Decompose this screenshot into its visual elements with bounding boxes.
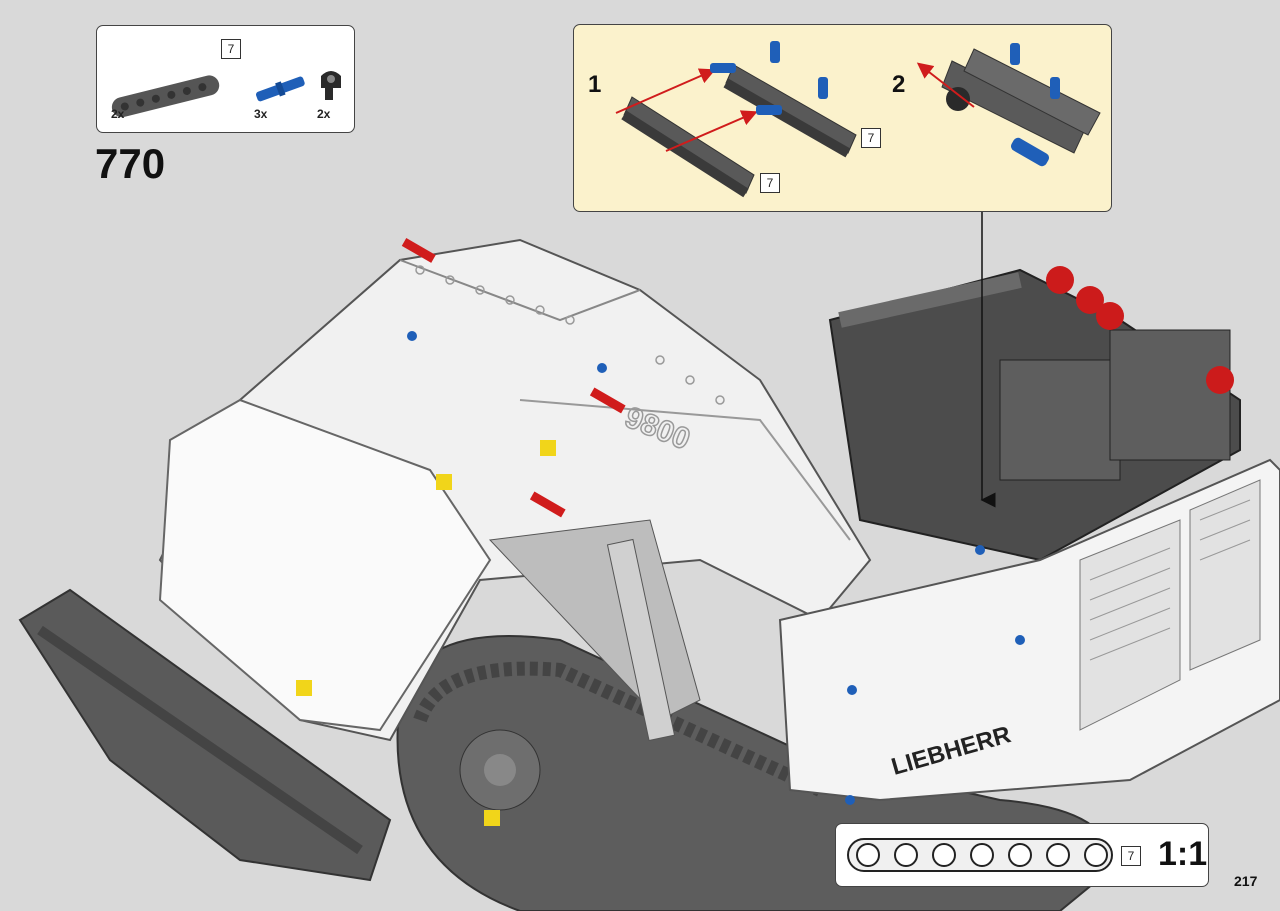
connector-quantity: 2x [317, 107, 331, 121]
scale-beam-length-tag: 7 [1121, 846, 1141, 866]
beam-length-tag: 7 [861, 128, 881, 148]
pin-icon [770, 41, 780, 63]
scale-label: 1:1 [1158, 835, 1208, 873]
pin-icon [255, 76, 305, 102]
connector-icon [321, 71, 341, 100]
beam-length-tag: 7 [760, 173, 780, 193]
engine-housing [828, 266, 1241, 562]
pin-icon [818, 77, 828, 99]
page-number: 217 [1234, 873, 1258, 889]
pin-quantity: 3x [254, 107, 268, 121]
hydraulic-cylinder [488, 519, 701, 742]
connector-icon [946, 87, 970, 111]
insert-arrow [615, 68, 716, 114]
pin-icon [1011, 137, 1049, 167]
pin-icon [1050, 77, 1060, 99]
substep-2-label: 2 [892, 71, 906, 98]
parts-list-box: 7 2x 3x 2x [96, 25, 355, 133]
insert-arrow [665, 110, 758, 152]
subassembly-callout: 1 2 7 7 [573, 24, 1112, 212]
scale-reference-box: 7 1:1 [835, 823, 1209, 887]
step-number: 770 [95, 140, 166, 187]
insert-arrow [916, 62, 975, 108]
boom-arm: 9800 [158, 238, 872, 742]
pin-icon [1010, 43, 1020, 65]
scale-beam-illustration [847, 838, 1113, 872]
substep-1-label: 1 [588, 71, 602, 98]
subassembly-illustration [615, 41, 1101, 198]
pin-icon [710, 63, 736, 73]
pin-icon [756, 105, 782, 115]
accent-pins [296, 238, 1025, 826]
parts-illustration [111, 71, 341, 118]
bucket-assembly [18, 588, 392, 882]
liftarm-icon [111, 75, 220, 118]
beam-quantity: 2x [111, 107, 125, 121]
beam-length-tag: 7 [221, 39, 241, 59]
excavator-body: LIEBHERR [778, 458, 1280, 802]
beam-7-icon [723, 64, 857, 158]
